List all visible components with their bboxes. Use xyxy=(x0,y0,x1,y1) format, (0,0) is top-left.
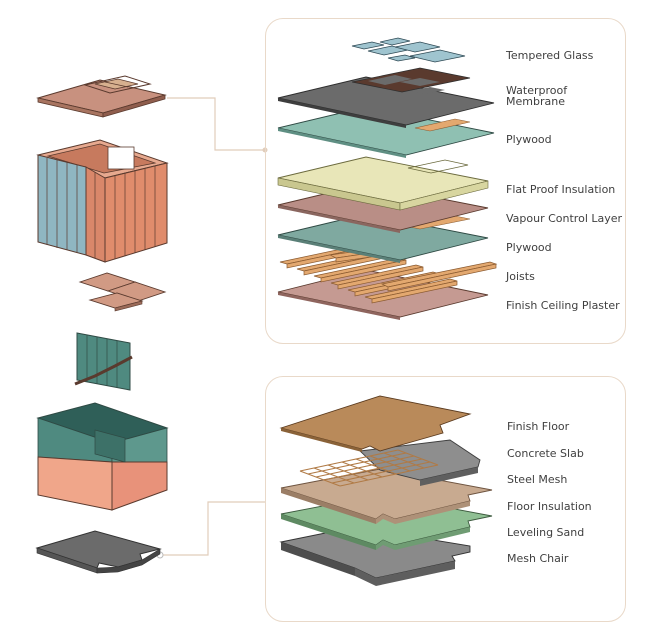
floor-detail-panel xyxy=(265,376,626,622)
label-finish-ceiling-plaster: Finish Ceiling Plaster xyxy=(506,299,620,312)
label-joists: Joists xyxy=(506,270,535,283)
stair-landing xyxy=(78,272,167,312)
label-flat-proof-insulation: Flat Proof Insulation xyxy=(506,183,616,196)
label-leveling-sand: Leveling Sand xyxy=(507,526,585,539)
house-upper-walls xyxy=(36,139,169,263)
floor-slab xyxy=(35,530,162,574)
roof-leader-line xyxy=(167,97,265,151)
roof-detail-panel xyxy=(265,18,626,344)
label-vapour-control-layer: Vapour Control Layer xyxy=(506,212,623,225)
steel-mesh-grid xyxy=(299,449,439,487)
roof-slab xyxy=(36,75,167,118)
label-floor-insulation: Floor Insulation xyxy=(507,500,592,513)
roof-exploded-layers xyxy=(277,37,498,320)
label-tempered-glass: Tempered Glass xyxy=(506,49,594,62)
label-steel-mesh: Steel Mesh xyxy=(507,473,568,486)
house-lower xyxy=(36,402,169,511)
label-plywood-top: Plywood xyxy=(506,133,552,146)
stair-partition xyxy=(74,332,133,391)
label-finish-floor: Finish Floor xyxy=(507,420,570,433)
label-waterproof-membrane: Waterproof Membrane xyxy=(506,84,568,108)
label-mesh-chair: Mesh Chair xyxy=(507,552,569,565)
label-concrete-slab: Concrete Slab xyxy=(507,447,584,460)
tempered-glass-panes xyxy=(351,37,466,63)
floor-leader-line xyxy=(160,501,265,556)
floor-exploded-layers xyxy=(279,395,493,586)
label-plywood-bottom: Plywood xyxy=(506,241,552,254)
